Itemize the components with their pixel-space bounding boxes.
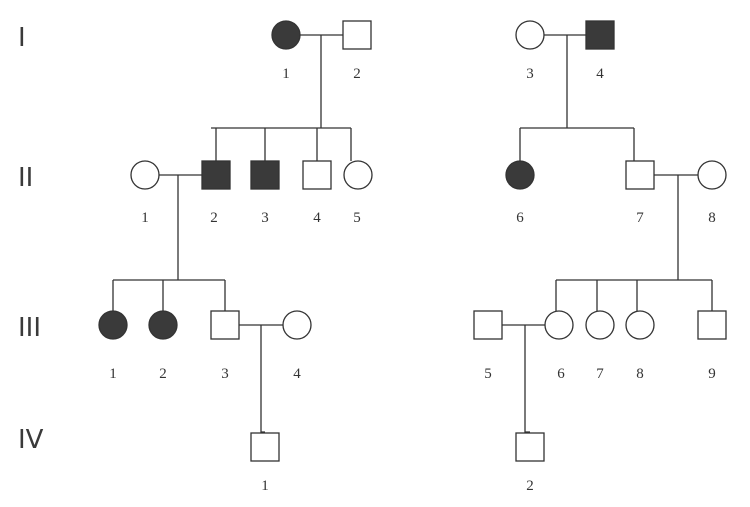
individual-label: 2 bbox=[353, 66, 361, 82]
individual-label: 7 bbox=[596, 366, 604, 382]
individual-iv-1: 1 bbox=[250, 432, 280, 494]
individual-label: 4 bbox=[293, 366, 301, 382]
individual-ii-6: 6 bbox=[505, 160, 535, 226]
affected-female-symbol bbox=[98, 310, 128, 340]
unaffected-female-symbol bbox=[544, 310, 574, 340]
individual-ii-3: 3 bbox=[250, 160, 280, 226]
individual-iii-7: 7 bbox=[585, 310, 615, 382]
generation-labels: I II III IV bbox=[18, 23, 44, 455]
generation-label: II bbox=[18, 163, 33, 193]
family-line bbox=[502, 324, 545, 433]
individual-label: 5 bbox=[484, 366, 492, 382]
family-line bbox=[555, 174, 713, 311]
family-line bbox=[211, 34, 352, 161]
individual-iii-1: 1 bbox=[98, 310, 128, 382]
individual-label: 8 bbox=[636, 366, 644, 382]
individual-label: 9 bbox=[708, 366, 716, 382]
individual-ii-1: 1 bbox=[130, 160, 160, 226]
individual-ii-4: 4 bbox=[302, 160, 332, 226]
unaffected-female-symbol bbox=[697, 160, 727, 190]
individual-label: 3 bbox=[221, 366, 229, 382]
individual-label: 1 bbox=[261, 478, 269, 494]
affected-male-symbol bbox=[585, 20, 615, 50]
affected-male-symbol bbox=[250, 160, 280, 190]
unaffected-male-symbol bbox=[625, 160, 655, 190]
individual-label: 5 bbox=[353, 210, 361, 226]
individual-label: 1 bbox=[141, 210, 149, 226]
affected-female-symbol bbox=[148, 310, 178, 340]
individual-label: 1 bbox=[282, 66, 290, 82]
relationship-lines bbox=[112, 34, 713, 433]
individual-label: 2 bbox=[526, 478, 534, 494]
individual-iii-8: 8 bbox=[625, 310, 655, 382]
individual-i-3: 3 bbox=[515, 20, 545, 82]
individuals: 1 2 3 4 1 2 3 4 5 6 7 8 1 2 3 4 5 6 7 8 9 1 2 bbox=[98, 20, 727, 494]
individual-ii-7: 7 bbox=[625, 160, 655, 226]
individual-iii-2: 2 bbox=[148, 310, 178, 382]
individual-i-1: 1 bbox=[271, 20, 301, 82]
unaffected-male-symbol bbox=[342, 20, 372, 50]
individual-iii-5: 5 bbox=[473, 310, 503, 382]
individual-label: 6 bbox=[516, 210, 524, 226]
affected-female-symbol bbox=[505, 160, 535, 190]
unaffected-female-symbol bbox=[282, 310, 312, 340]
individual-label: 3 bbox=[526, 66, 534, 82]
unaffected-male-symbol bbox=[302, 160, 332, 190]
individual-iii-6: 6 bbox=[544, 310, 574, 382]
unaffected-male-symbol bbox=[210, 310, 240, 340]
unaffected-male-symbol bbox=[473, 310, 503, 340]
family-line bbox=[519, 34, 635, 161]
individual-ii-5: 5 bbox=[343, 160, 373, 226]
individual-label: 4 bbox=[596, 66, 604, 82]
generation-label: III bbox=[18, 313, 41, 343]
generation-label: IV bbox=[18, 425, 44, 455]
individual-i-4: 4 bbox=[585, 20, 615, 82]
unaffected-female-symbol bbox=[130, 160, 160, 190]
individual-iii-4: 4 bbox=[282, 310, 312, 382]
individual-i-2: 2 bbox=[342, 20, 372, 82]
individual-iv-2: 2 bbox=[515, 432, 545, 494]
family-line bbox=[112, 174, 226, 311]
affected-female-symbol bbox=[271, 20, 301, 50]
family-line bbox=[239, 324, 283, 433]
affected-male-symbol bbox=[201, 160, 231, 190]
individual-label: 4 bbox=[313, 210, 321, 226]
unaffected-female-symbol bbox=[625, 310, 655, 340]
generation-label: I bbox=[18, 23, 26, 53]
unaffected-female-symbol bbox=[585, 310, 615, 340]
individual-label: 2 bbox=[210, 210, 218, 226]
individual-label: 1 bbox=[109, 366, 117, 382]
individual-iii-3: 3 bbox=[210, 310, 240, 382]
unaffected-female-symbol bbox=[515, 20, 545, 50]
individual-label: 7 bbox=[636, 210, 644, 226]
unaffected-female-symbol bbox=[343, 160, 373, 190]
unaffected-male-symbol bbox=[250, 432, 280, 462]
unaffected-male-symbol bbox=[515, 432, 545, 462]
individual-ii-2: 2 bbox=[201, 160, 231, 226]
unaffected-male-symbol bbox=[697, 310, 727, 340]
individual-ii-8: 8 bbox=[697, 160, 727, 226]
individual-label: 8 bbox=[708, 210, 716, 226]
individual-label: 2 bbox=[159, 366, 167, 382]
individual-label: 6 bbox=[557, 366, 565, 382]
individual-iii-9: 9 bbox=[697, 310, 727, 382]
individual-label: 3 bbox=[261, 210, 269, 226]
